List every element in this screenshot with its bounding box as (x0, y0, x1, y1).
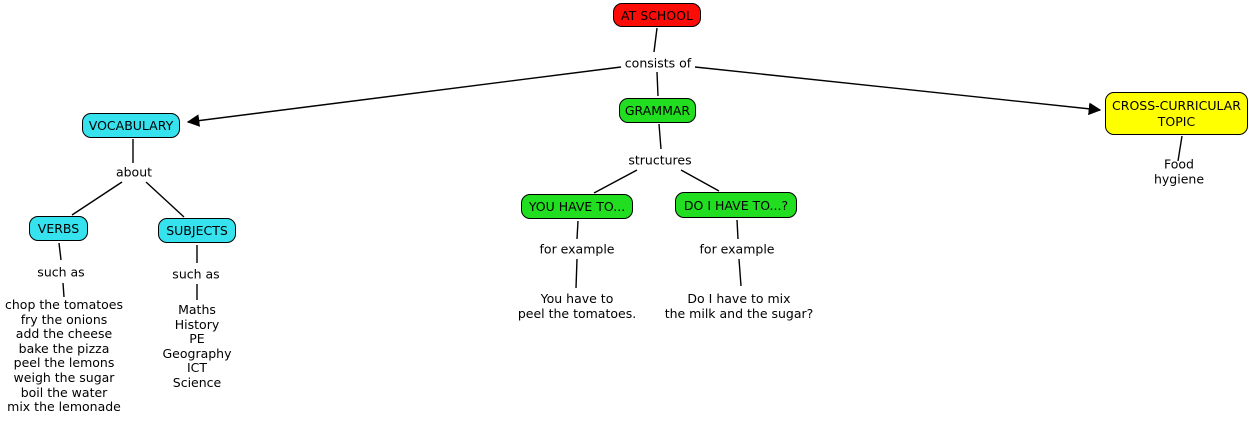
link-about-subjects (145, 181, 185, 218)
link-label-such-as-subjects: such as (169, 266, 223, 282)
link-label-for-example-you: for example (536, 241, 618, 257)
link-consistsof-crosstopic (694, 66, 1102, 116)
you-have-to-example: You have to peel the tomatoes. (517, 291, 637, 321)
link-label-for-example-do: for example (696, 241, 778, 257)
link-label-consists-of: consists of (621, 55, 695, 71)
do-i-have-to-example: Do I have to mix the milk and the sugar? (664, 291, 814, 321)
food-hygiene-text: Food hygiene (1153, 156, 1205, 186)
link-about-verbs (71, 181, 123, 216)
node-verbs[interactable]: VERBS (29, 216, 88, 241)
link-youhaveto-forexample (576, 220, 579, 240)
link-consistsof-grammar (656, 71, 659, 97)
node-at-school[interactable]: AT SCHOOL (613, 3, 701, 27)
link-grammar-structures (658, 123, 662, 150)
node-cross-curricular-topic[interactable]: CROSS-CURRICULAR TOPIC (1105, 92, 1248, 135)
node-grammar[interactable]: GRAMMAR (619, 98, 696, 123)
link-doihaveto-forexample (736, 219, 739, 240)
link-atschool-consistsof (653, 27, 658, 53)
link-forexample-youexample (575, 258, 578, 289)
subject-examples-list: Maths History PE Geography ICT Science (162, 302, 232, 390)
link-consistsof-vocabulary (186, 66, 622, 127)
link-suchas-verblist (62, 282, 65, 298)
link-label-such-as-verbs: such as (34, 264, 88, 280)
node-you-have-to[interactable]: YOU HAVE TO... (521, 194, 633, 219)
link-structures-doihaveto (680, 169, 720, 192)
node-subjects[interactable]: SUBJECTS (158, 218, 236, 243)
link-verbs-suchas (58, 242, 62, 261)
node-vocabulary[interactable]: VOCABULARY (82, 113, 180, 138)
link-forexample-doexample (738, 258, 742, 287)
link-label-structures: structures (625, 152, 695, 168)
link-label-about: about (112, 164, 156, 180)
node-do-i-have-to[interactable]: DO I HAVE TO...? (675, 192, 797, 218)
link-structures-youhaveto (593, 169, 638, 194)
verb-examples-list: chop the tomatoes fry the onions add the… (5, 297, 123, 415)
